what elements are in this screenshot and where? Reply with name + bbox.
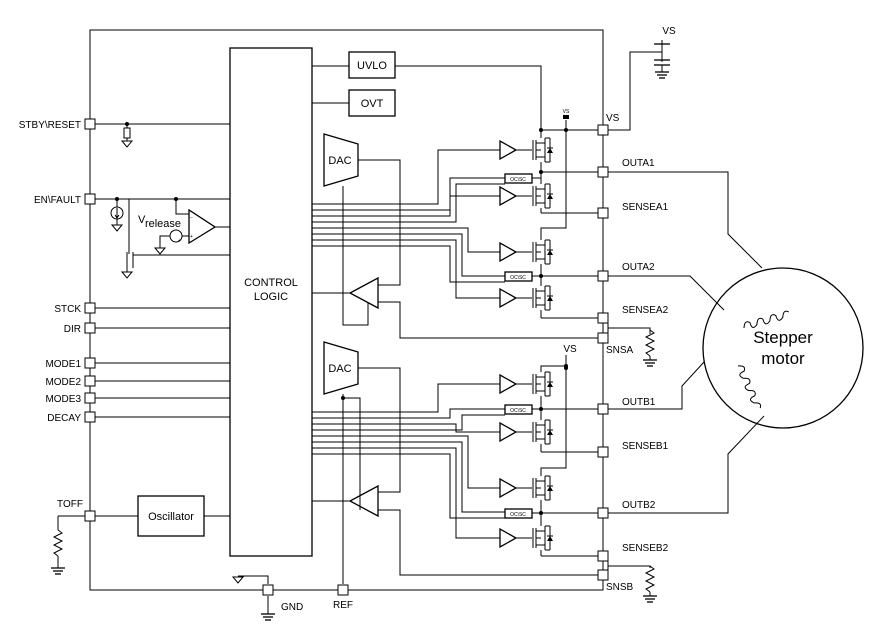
pin-outa2 — [597, 270, 609, 282]
pin-stby-reset — [84, 118, 96, 130]
svg-text:−: − — [190, 215, 193, 221]
control-logic-block — [229, 47, 313, 557]
svg-text:+: + — [178, 238, 181, 244]
vs-supply-label: VS — [662, 26, 676, 37]
ovt-label: OVT — [361, 98, 384, 110]
pin-ref — [337, 584, 349, 596]
label-senseb2: SENSEB2 — [622, 543, 669, 554]
pin-outb2 — [597, 507, 609, 519]
label-mode3: MODE3 — [45, 394, 81, 405]
label-sensea2: SENSEA2 — [622, 305, 669, 316]
svg-text:+: + — [190, 234, 193, 240]
motor-label-2: motor — [761, 349, 805, 368]
label-mode1: MODE1 — [45, 359, 81, 370]
pin-senseb1 — [597, 446, 609, 458]
pin-snsb — [597, 569, 609, 581]
dac-a-label: DAC — [328, 155, 351, 167]
label-senseb1: SENSEB1 — [622, 441, 669, 452]
motor-label-1: Stepper — [753, 328, 813, 347]
pin-senseb2 — [597, 550, 609, 562]
svg-text:OC\SC: OC\SC — [510, 408, 526, 414]
pin-mode3 — [84, 392, 96, 404]
pin-dir — [84, 322, 96, 334]
fault-comparator — [188, 208, 217, 245]
label-stck: STCK — [54, 304, 81, 315]
label-outa1: OUTA1 — [622, 158, 655, 169]
pin-sensea1 — [597, 207, 609, 219]
label-outb1: OUTB1 — [622, 397, 656, 408]
vs-mid-label: VS — [563, 344, 577, 355]
label-vs: VS — [606, 113, 620, 124]
dac-b-label: DAC — [328, 363, 351, 375]
pin-vs — [597, 124, 609, 136]
label-decay: DECAY — [47, 413, 81, 424]
pin-outb1 — [597, 403, 609, 415]
pin-sensea2 — [597, 312, 609, 324]
svg-text:VS: VS — [563, 109, 570, 115]
label-outa2: OUTA2 — [622, 262, 655, 273]
stepper-motor-body — [702, 267, 864, 429]
control-logic-label-1: CONTROL — [244, 277, 298, 289]
comparator-a — [348, 276, 379, 310]
pin-en-fault — [84, 193, 96, 205]
label-stby-reset: STBY\RESET — [19, 120, 81, 131]
uvlo-label: UVLO — [357, 60, 387, 72]
label-mode2: MODE2 — [45, 377, 81, 388]
pin-mode2 — [84, 375, 96, 387]
pin-decay — [84, 411, 96, 423]
uvlo-block — [348, 51, 396, 79]
svg-text:OC\SC: OC\SC — [510, 177, 526, 183]
label-snsb: SNSB — [606, 582, 634, 593]
svg-text:−: − — [171, 229, 174, 235]
pin-gnd — [262, 584, 274, 596]
pin-toff — [84, 510, 96, 522]
svg-text:OC\SC: OC\SC — [510, 275, 526, 281]
control-logic-label-2: LOGIC — [254, 291, 288, 303]
label-sensea1: SENSEA1 — [622, 202, 669, 213]
pin-mode1 — [84, 357, 96, 369]
label-dir: DIR — [64, 324, 81, 335]
label-gnd: GND — [281, 602, 303, 613]
oscillator-label: Oscillator — [148, 511, 194, 523]
label-en-fault: EN\FAULT — [34, 195, 81, 206]
vrelease-label: Vrelease — [138, 214, 181, 230]
comparator-b — [348, 484, 379, 518]
label-outb2: OUTB2 — [622, 500, 656, 511]
pin-outa1 — [597, 166, 609, 178]
dac-b-block — [323, 341, 359, 395]
label-toff: TOFF — [57, 499, 83, 510]
label-ref: REF — [333, 600, 353, 611]
pin-snsa — [597, 332, 609, 344]
svg-text:OC\SC: OC\SC — [510, 512, 526, 518]
label-snsa: SNSA — [606, 345, 634, 356]
ovt-block — [348, 89, 396, 117]
dac-a-block — [323, 133, 359, 187]
pin-stck — [84, 302, 96, 314]
